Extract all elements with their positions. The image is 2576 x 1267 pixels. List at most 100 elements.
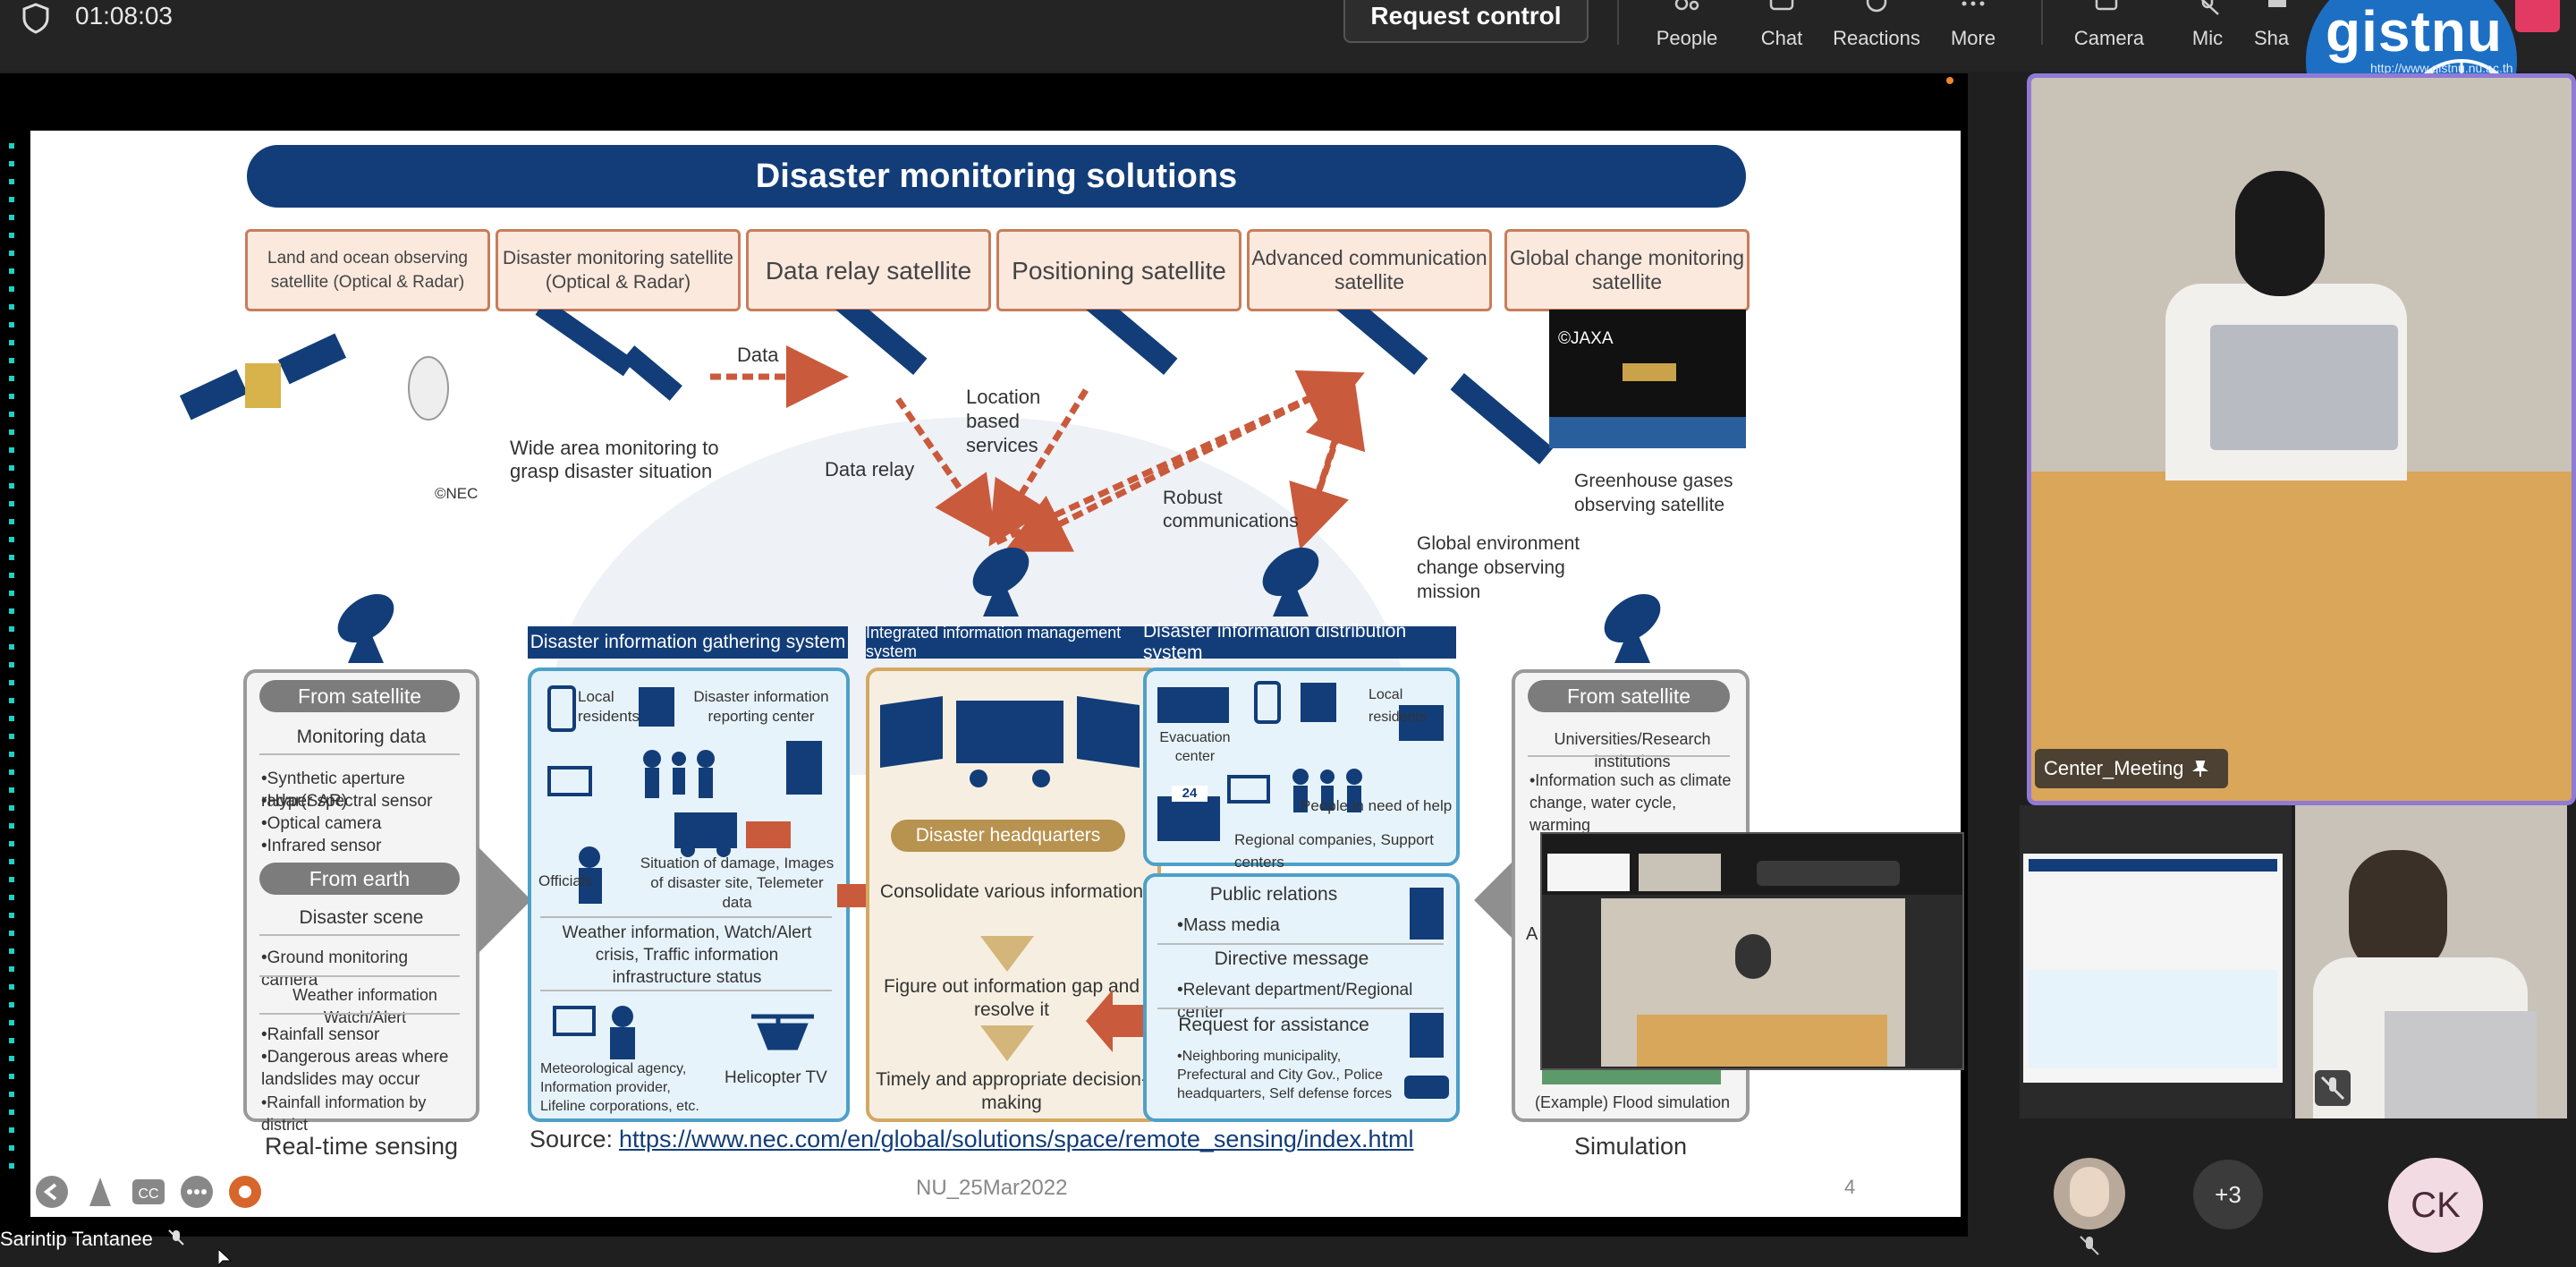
satellite-dish-icon <box>1262 548 1319 616</box>
location-label: Location based services <box>966 386 1041 456</box>
from-satellite-pill: From satellite <box>259 680 460 712</box>
weather-info-heading: Weather information Watch/Alert <box>292 986 437 1026</box>
reporting-center-label: Disaster information reporting center <box>693 688 829 725</box>
people-label: People <box>1656 27 1718 49</box>
local-residents-label: Local residents <box>578 688 640 725</box>
more-button[interactable]: More <box>1928 0 2018 63</box>
shield-icon <box>22 3 49 34</box>
tile-slide-thumbnail <box>2023 854 2283 1083</box>
slide-number: 4 <box>1844 1176 1856 1198</box>
disaster-scene-heading: Disaster scene <box>299 907 424 928</box>
camera-label: Camera <box>2073 27 2145 49</box>
distribution-title: Disaster information distribution system <box>1143 621 1456 663</box>
video-tile-participant[interactable] <box>2295 805 2567 1118</box>
satellite-probe-icon <box>408 356 449 421</box>
meeting-table <box>2031 472 2572 801</box>
meeting-preview-overlay[interactable] <box>1540 832 1964 1070</box>
presenter-head <box>2235 171 2325 296</box>
divider <box>259 1013 460 1015</box>
preview-speaker-thumb <box>1639 854 1721 891</box>
camera-button[interactable]: Camera <box>2064 0 2154 63</box>
directive-heading: Directive message <box>1214 948 1369 969</box>
presenter-name: Sarintip Tantanee <box>0 1228 153 1250</box>
tile-slide-panels <box>2029 970 2277 1068</box>
category-advanced-communication: Advanced communication satellite <box>1247 229 1492 311</box>
more-participants-button[interactable]: +3 <box>2193 1160 2263 1229</box>
request-control-button[interactable]: Request control <box>1343 0 1589 43</box>
source-prefix: Source: <box>530 1126 614 1152</box>
recording-dot <box>1946 77 1953 84</box>
sensor-item: •Infrared sensor <box>261 837 382 855</box>
participant-laptop <box>2385 1011 2537 1118</box>
source-link[interactable]: https://www.nec.com/en/global/solutions/… <box>619 1126 1414 1152</box>
hq-pill: Disaster headquarters <box>891 820 1125 852</box>
leave-button[interactable] <box>2515 0 2560 32</box>
reactions-button[interactable]: Reactions <box>1832 0 1921 63</box>
building-car-icons <box>1404 888 1449 1099</box>
back-arrow-icon[interactable] <box>34 1174 70 1210</box>
gathering-title: Disaster information gathering system <box>528 626 848 659</box>
consolidate-step: Consolidate various information <box>879 881 1144 902</box>
helicopter-computer-icons <box>553 1006 814 1059</box>
local-residents-label: Local residents <box>1368 687 1427 725</box>
weather-info-label: Weather information, Watch/Alert crisis,… <box>562 923 812 987</box>
captions-icon[interactable]: CC <box>131 1174 166 1210</box>
category-data-relay: Data relay satellite <box>746 229 991 311</box>
logo-text: gistnu <box>2326 0 2503 64</box>
monitoring-data-heading: Monitoring data <box>296 727 427 747</box>
reactions-label: Reactions <box>1833 27 1920 49</box>
laser-pointer-icon[interactable] <box>227 1174 263 1210</box>
data-label: Data <box>737 344 779 366</box>
preview-slide-thumb <box>1547 854 1630 891</box>
store-24-badge: 24 <box>1172 786 1208 802</box>
from-satellite-pill: From satellite <box>1528 680 1730 712</box>
climate-info-item: •Information such as climate change, wat… <box>1530 771 1732 834</box>
nec-credit: ©NEC <box>435 485 479 502</box>
pen-icon[interactable] <box>82 1174 118 1210</box>
gap-step: Figure out information gap and resolve i… <box>883 976 1140 1020</box>
video-tile-shared-screen[interactable] <box>2020 805 2292 1118</box>
svg-text:CC: CC <box>138 1186 158 1202</box>
preview-table <box>1637 1015 1887 1067</box>
share-button[interactable]: Sha <box>2254 0 2308 63</box>
divider <box>259 975 460 977</box>
people-button[interactable]: People <box>1642 0 1732 63</box>
real-time-sensing-caption: Real-time sensing <box>264 1133 459 1160</box>
flood-image <box>1542 1070 1721 1084</box>
divider <box>259 934 460 936</box>
share-icon <box>2254 0 2308 27</box>
video-tile-center-meeting[interactable]: Center_Meeting <box>2027 73 2576 805</box>
integrated-title: Integrated information management system <box>866 624 1157 660</box>
weather-item: •Rainfall sensor <box>261 1025 380 1044</box>
mass-media-item: •Mass media <box>1177 915 1280 935</box>
satellite-network-diagram <box>179 310 1746 552</box>
met-label: Meteorological agency, Information provi… <box>540 1061 699 1114</box>
evacuation-label: Evacuation center <box>1159 730 1231 764</box>
slide-navigation-controls: CC <box>34 1174 267 1210</box>
slide-footer: NU_25Mar2022 <box>916 1176 1068 1200</box>
down-arrow-icon <box>980 936 1034 972</box>
decision-step: Timely and appropriate decision-making <box>876 1069 1148 1113</box>
ck-avatar[interactable]: CK <box>2388 1158 2483 1253</box>
sensor-item: •Optical camera <box>261 814 382 833</box>
tile-name-badge: Center_Meeting <box>2035 749 2228 788</box>
flood-label: (Example) Flood simulation <box>1534 1093 1731 1111</box>
sensor-item: •Synthetic aperture radar(SAR) <box>261 770 405 811</box>
more-options-icon[interactable] <box>179 1174 215 1210</box>
divider <box>259 753 460 755</box>
from-earth-pill: From earth <box>259 863 460 895</box>
pin-icon <box>2191 761 2208 777</box>
gathering-icons <box>547 685 822 904</box>
chat-icon <box>1737 0 1826 27</box>
mouse-cursor-icon <box>218 1249 233 1266</box>
officials-label: Officials <box>538 872 593 889</box>
mic-off-icon <box>168 1229 184 1246</box>
tile-name: Center_Meeting <box>2044 757 2184 779</box>
jaxa-credit: ©JAXA <box>1558 329 1614 348</box>
more-icon <box>1928 0 2018 27</box>
preview-person <box>1735 934 1771 979</box>
mic-button[interactable]: Mic <box>2163 0 2252 63</box>
participant-avatar[interactable] <box>2054 1158 2125 1229</box>
chat-button[interactable]: Chat <box>1737 0 1826 63</box>
more-label: More <box>1950 27 1996 49</box>
